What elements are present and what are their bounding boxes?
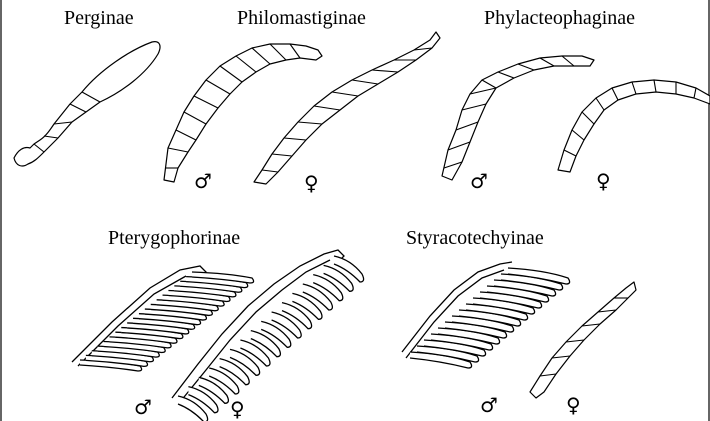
phylacteophaginae-female-symbol: ♀ xyxy=(596,169,611,193)
philomastiginae-male-symbol: ♂ xyxy=(194,169,212,193)
styracotechyinae-male-antenna xyxy=(402,262,570,368)
philomastiginae-female-symbol: ♀ xyxy=(304,171,319,195)
label-philomastiginae: Philomastiginae xyxy=(237,7,366,29)
pterygophorinae-male-symbol: ♂ xyxy=(134,395,152,419)
styracotechyinae-female-symbol: ♀ xyxy=(566,393,581,417)
label-styracotechyinae: Styracotechyinae xyxy=(406,227,544,249)
label-perginae: Perginae xyxy=(64,7,134,29)
phylacteophaginae-male-symbol: ♂ xyxy=(470,169,488,193)
styracotechyinae-male-symbol: ♂ xyxy=(480,393,498,417)
pterygophorinae-female-symbol: ♀ xyxy=(230,397,245,421)
philomastiginae-male-antenna xyxy=(164,44,322,182)
label-phylacteophaginae: Phylacteophaginae xyxy=(484,7,635,29)
phylacteophaginae-female-antenna xyxy=(558,80,710,172)
perginae-antenna xyxy=(14,42,160,166)
label-pterygophorinae: Pterygophorinae xyxy=(108,227,240,249)
